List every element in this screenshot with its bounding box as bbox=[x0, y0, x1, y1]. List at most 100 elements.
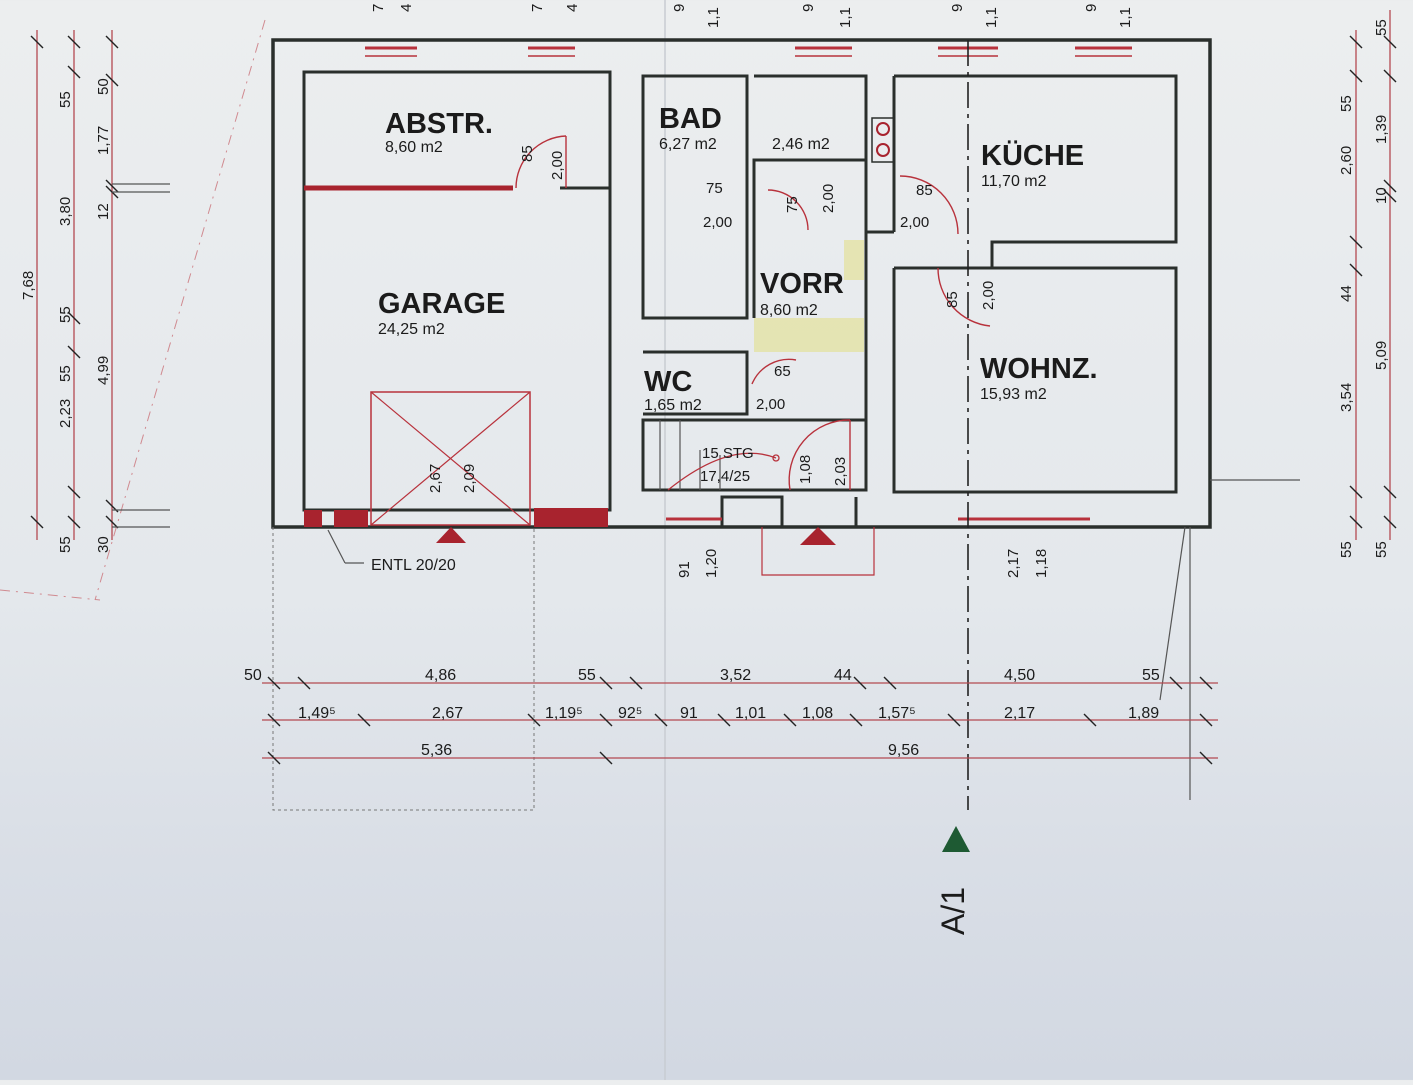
svg-text:91: 91 bbox=[680, 705, 698, 722]
svg-text:ABSTR.: ABSTR. bbox=[385, 108, 493, 140]
svg-text:9: 9 bbox=[800, 4, 817, 12]
svg-text:55: 55 bbox=[1338, 95, 1355, 112]
svg-text:5,09: 5,09 bbox=[1373, 341, 1390, 370]
svg-text:1,08: 1,08 bbox=[802, 705, 833, 722]
door-swings bbox=[515, 135, 991, 491]
svg-text:9: 9 bbox=[671, 4, 688, 12]
svg-text:1,39: 1,39 bbox=[1373, 115, 1390, 144]
svg-text:1,01: 1,01 bbox=[735, 705, 766, 722]
svg-text:92⁵: 92⁵ bbox=[618, 705, 642, 722]
svg-text:7,68: 7,68 bbox=[20, 271, 37, 300]
svg-text:8,60 m2: 8,60 m2 bbox=[385, 139, 443, 156]
window-dimensions: 91 1,20 2,17 1,18 bbox=[676, 549, 1050, 578]
svg-text:KÜCHE: KÜCHE bbox=[981, 139, 1084, 172]
svg-text:2,09: 2,09 bbox=[461, 464, 478, 493]
left-dimensions: 55 50 12 55 55 1,77 3,80 55 2,23 30 4,99… bbox=[20, 78, 112, 553]
svg-text:1,77: 1,77 bbox=[95, 126, 112, 155]
svg-text:1,1: 1,1 bbox=[983, 7, 1000, 28]
dimension-lines bbox=[30, 10, 1397, 765]
vorr-hatch bbox=[754, 318, 864, 352]
svg-text:8,60 m2: 8,60 m2 bbox=[760, 302, 818, 319]
svg-text:GARAGE: GARAGE bbox=[378, 288, 505, 320]
section-label: A/1 bbox=[935, 887, 971, 935]
svg-text:2,17: 2,17 bbox=[1005, 549, 1022, 578]
svg-text:91: 91 bbox=[676, 561, 693, 578]
room-label-closet: 2,46 m2 bbox=[772, 136, 830, 153]
room-label-vorr: VORR 8,60 m2 bbox=[760, 268, 844, 319]
svg-text:3,52: 3,52 bbox=[720, 667, 751, 684]
svg-text:4: 4 bbox=[564, 4, 581, 12]
svg-text:2,46 m2: 2,46 m2 bbox=[772, 136, 830, 153]
svg-text:VORR: VORR bbox=[760, 268, 844, 300]
svg-text:55: 55 bbox=[57, 536, 74, 553]
top-dimensions: 7 4 7 4 9 1,1 9 1,1 9 1,1 9 1,1 bbox=[370, 4, 1134, 28]
svg-text:2,00: 2,00 bbox=[900, 214, 929, 231]
svg-text:2,00: 2,00 bbox=[980, 281, 997, 310]
entry-step bbox=[761, 527, 875, 576]
paper-lines bbox=[0, 0, 666, 1080]
svg-text:4,86: 4,86 bbox=[425, 667, 456, 684]
room-label-kueche: KÜCHE 11,70 m2 bbox=[981, 139, 1084, 190]
svg-text:85: 85 bbox=[916, 182, 933, 199]
svg-text:4,99: 4,99 bbox=[95, 356, 112, 385]
svg-text:2,03: 2,03 bbox=[832, 457, 849, 486]
svg-text:12: 12 bbox=[95, 203, 112, 220]
svg-text:1,1: 1,1 bbox=[705, 7, 722, 28]
svg-text:55: 55 bbox=[578, 667, 596, 684]
svg-text:1,65 m2: 1,65 m2 bbox=[644, 397, 702, 414]
section-line bbox=[942, 40, 970, 852]
svg-text:55: 55 bbox=[1338, 541, 1355, 558]
room-label-bad: BAD 6,27 m2 bbox=[659, 103, 722, 153]
room-label-wohnz: WOHNZ. 15,93 m2 bbox=[980, 353, 1098, 403]
svg-text:1,89: 1,89 bbox=[1128, 705, 1159, 722]
svg-text:4,50: 4,50 bbox=[1004, 667, 1035, 684]
svg-text:44: 44 bbox=[834, 667, 852, 684]
svg-text:24,25 m2: 24,25 m2 bbox=[378, 321, 445, 338]
walls bbox=[271, 38, 1300, 811]
svg-text:2,17: 2,17 bbox=[1004, 705, 1035, 722]
svg-text:7: 7 bbox=[370, 4, 387, 12]
svg-text:9,56: 9,56 bbox=[888, 742, 919, 759]
svg-text:55: 55 bbox=[57, 306, 74, 323]
svg-text:BAD: BAD bbox=[659, 103, 722, 135]
svg-text:2,00: 2,00 bbox=[756, 396, 785, 413]
svg-text:9: 9 bbox=[949, 4, 966, 12]
door-dimensions: 85 2,00 75 2,00 75 2,00 85 2,00 85 2,00 … bbox=[427, 145, 997, 493]
svg-text:1,57⁵: 1,57⁵ bbox=[878, 705, 916, 722]
right-dimensions: 55 2,60 44 3,54 55 55 1,39 10 5,09 55 bbox=[1338, 19, 1390, 558]
svg-text:2,00: 2,00 bbox=[549, 151, 566, 180]
stair-treads bbox=[659, 420, 780, 491]
room-label-wc: WC 1,65 m2 bbox=[644, 366, 702, 414]
svg-text:2,23: 2,23 bbox=[57, 399, 74, 428]
svg-text:55: 55 bbox=[1142, 667, 1160, 684]
svg-text:55: 55 bbox=[57, 365, 74, 382]
svg-text:2,67: 2,67 bbox=[427, 464, 444, 493]
svg-text:15,93 m2: 15,93 m2 bbox=[980, 386, 1047, 403]
svg-text:85: 85 bbox=[944, 291, 961, 308]
svg-text:9: 9 bbox=[1083, 4, 1100, 12]
stairs-count-label: 15 STG bbox=[702, 445, 754, 462]
svg-text:4: 4 bbox=[398, 4, 415, 12]
svg-text:55: 55 bbox=[1373, 541, 1390, 558]
svg-text:1,19⁵: 1,19⁵ bbox=[545, 705, 583, 722]
svg-text:1,1: 1,1 bbox=[837, 7, 854, 28]
svg-text:50: 50 bbox=[95, 78, 112, 95]
stairs-rise-label: 17,4/25 bbox=[700, 468, 750, 485]
svg-text:75: 75 bbox=[784, 196, 801, 213]
svg-text:2,00: 2,00 bbox=[820, 184, 837, 213]
entry-marker bbox=[800, 527, 836, 545]
svg-text:55: 55 bbox=[1373, 19, 1390, 36]
svg-text:3,54: 3,54 bbox=[1338, 383, 1355, 412]
garage-door-box bbox=[370, 391, 531, 543]
svg-text:7: 7 bbox=[529, 4, 546, 12]
vorr-hatch-small bbox=[844, 240, 864, 280]
svg-text:1,18: 1,18 bbox=[1033, 549, 1050, 578]
section-marker bbox=[942, 826, 970, 852]
room-label-abstr: ABSTR. 8,60 m2 bbox=[385, 108, 493, 156]
svg-text:2,60: 2,60 bbox=[1338, 146, 1355, 175]
svg-text:11,70 m2: 11,70 m2 bbox=[981, 173, 1047, 190]
svg-text:1,20: 1,20 bbox=[703, 549, 720, 578]
svg-text:5,36: 5,36 bbox=[421, 742, 452, 759]
